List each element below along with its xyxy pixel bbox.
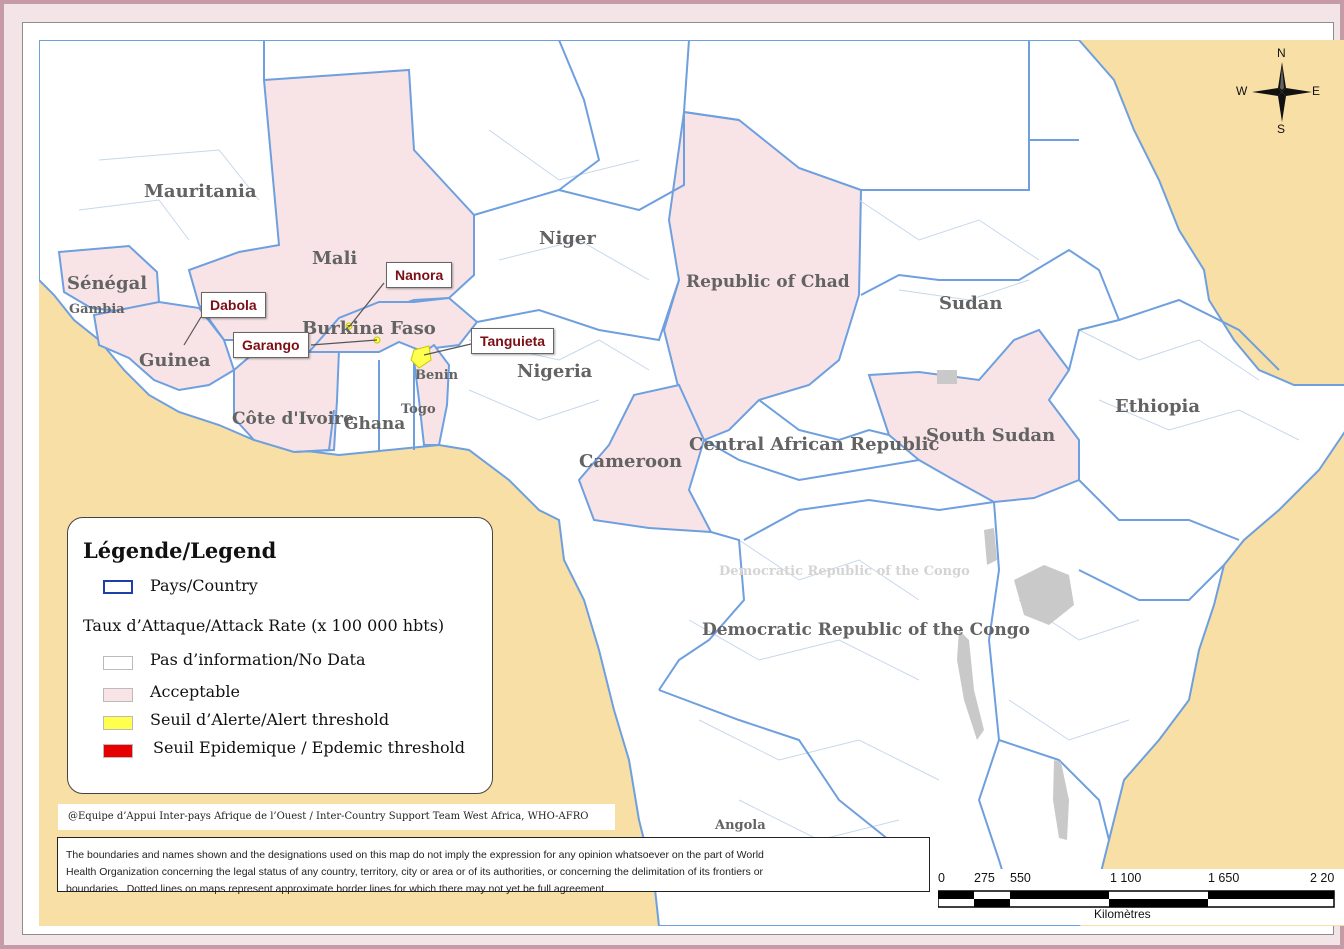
legend-swatch-3 [103,744,133,758]
label-south-sudan: South Sudan [926,425,1056,446]
label-burkina-faso: Burkina Faso [302,318,436,339]
label-mauritania: Mauritania [144,181,257,202]
disclaimer-box: The boundaries and names shown and the d… [57,837,930,895]
compass-w: W [1236,84,1248,98]
scale-unit: Kilomètres [1094,907,1151,921]
label-guinea: Guinea [139,350,211,371]
disclaimer-line-1: The boundaries and names shown and the d… [66,849,764,861]
compass-s: S [1277,122,1286,136]
scale-tick-label: 2 20 [1310,871,1335,885]
gray-patch-sudan [937,370,957,384]
label-angola: Angola [715,818,766,833]
label-togo: Togo [401,402,436,417]
compass-icon [1252,62,1312,122]
label-central-african-republic: Central African Republic [689,434,940,455]
compass-e: E [1312,84,1321,98]
legend-item-label: Seuil d’Alerte/Alert threshold [150,710,390,729]
label-sudan: Sudan [939,293,1003,314]
lake-tanganyika [957,630,984,740]
scale-tick-label: 1 100 [1110,871,1142,885]
region-guinea [92,300,236,392]
credit-text: @Equipe d’Appui Inter-pays Afrique de l’… [58,804,615,830]
label-ghana: Ghana [344,414,406,434]
legend-item-label: Seuil Epidemique / Epdemic threshold [153,738,465,757]
legend-panel: Légende/Legend Pays/Country Taux d’Attaq… [67,517,493,794]
legend-label-country: Pays/Country [150,576,258,595]
label-chad: Republic of Chad [686,272,850,292]
label-gambia: Gambia [69,302,125,317]
scale-tick-label: 550 [1010,871,1031,885]
legend-item-label: Acceptable [150,682,240,701]
compass-rose: N S W E [1236,46,1322,136]
legend-swatch-2 [103,716,133,730]
lakes [937,370,1074,840]
region-cameroon [577,383,713,534]
region-south-sudan [867,328,1080,504]
label-benin: Benin [415,368,459,383]
label-senegal: Sénégal [67,273,148,294]
site-label-garango[interactable]: Garango [233,332,309,358]
lake-albert [984,528,997,565]
label-niger: Niger [539,228,596,249]
label-drc-faint: Democratic Republic of the Congo [719,564,970,579]
label-cameroon: Cameroon [579,451,683,472]
scale-tick-label: 0 [938,871,945,885]
site-label-dabola[interactable]: Dabola [201,292,266,318]
site-leaders [183,282,472,356]
alert-tanguieta [410,345,432,369]
scale-tick-label: 1 650 [1208,871,1240,885]
legend-swatch-country [103,580,133,594]
disclaimer-line-3: boundaries . Dotted lines on maps repres… [66,883,608,895]
legend-swatch-1 [103,688,133,702]
country-borders [263,40,1280,926]
scale-bar: 0 275 550 1 100 1 650 2 20 Kilomètres [934,869,1344,925]
label-ethiopia: Ethiopia [1115,396,1201,417]
compass-n: N [1277,46,1286,60]
label-nigeria: Nigeria [517,361,593,382]
region-benin [412,343,451,446]
legend-title: Légende/Legend [83,538,277,563]
site-label-tanguieta[interactable]: Tanguieta [471,328,555,354]
label-mali: Mali [312,248,358,269]
label-drc: Democratic Republic of the Congo [702,620,1031,640]
scale-bar-graphic [938,890,1335,908]
legend-item-label: Pas d’information/No Data [150,650,366,669]
legend-swatch-0 [103,656,133,670]
region-burkina-faso [306,296,479,353]
lake-victoria [1014,565,1074,625]
label-cote-divoire: Côte d'Ivoire [232,409,354,429]
legend-label-attack-rate: Taux d’Attaque/Attack Rate (x 100 000 hb… [83,616,445,635]
disclaimer-line-2: Health Organization concerning the legal… [66,866,764,878]
scale-tick-label: 275 [974,871,995,885]
site-label-nanora[interactable]: Nanora [386,262,453,288]
lake-malawi [1053,760,1069,840]
